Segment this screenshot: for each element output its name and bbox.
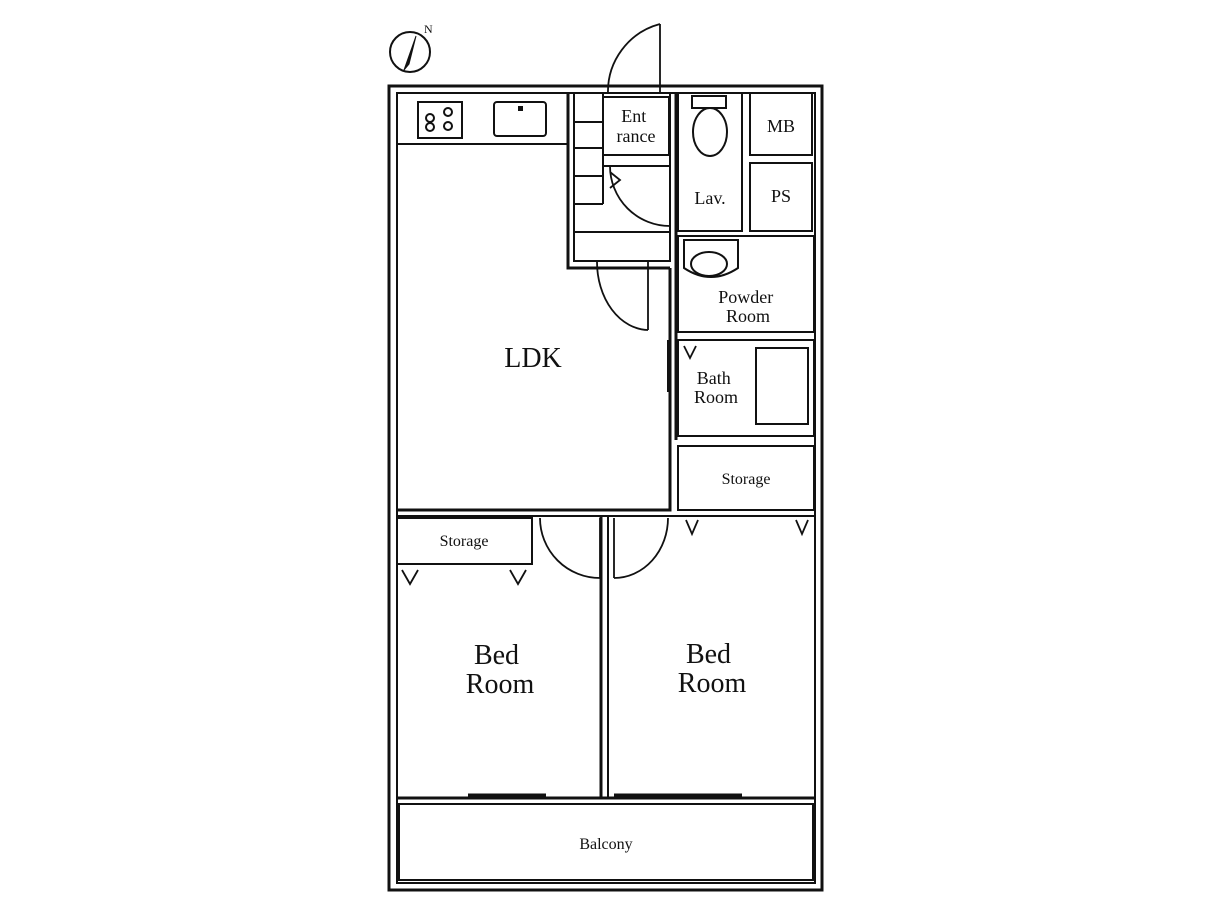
ldk-door-icon (596, 261, 649, 331)
stove-icon (417, 101, 463, 139)
bedroom1-label-line2: Room (466, 669, 535, 700)
powder-room-label: Powder Room (718, 287, 778, 326)
kitchen-counter (397, 101, 568, 145)
entrance-label: Ent rance (617, 106, 656, 146)
bath-room-label-line1: Bath (697, 368, 731, 388)
compass-north-label: N (424, 22, 433, 36)
bedroom2-label: Bed Room (678, 639, 747, 699)
powder-room-label-line2: Room (726, 306, 770, 326)
mb-label: MB (767, 116, 795, 136)
ldk-walls (397, 93, 672, 512)
north-compass-icon: N (389, 22, 433, 73)
toilet-tank-icon (691, 95, 727, 109)
bedroom2-door-icon (613, 517, 669, 579)
storage-right (677, 445, 815, 511)
powder-room (677, 235, 815, 333)
balcony-area (398, 803, 814, 881)
closet-marker-icon (685, 519, 699, 537)
lav-label: Lav. (694, 188, 725, 208)
bedroom1-label: Bed Room (466, 640, 535, 700)
storage-right-label: Storage (722, 471, 771, 488)
balcony-label: Balcony (579, 836, 632, 853)
lavatory (677, 92, 743, 232)
ps-closet (749, 162, 813, 232)
mb-closet (749, 92, 813, 156)
storage-left-unit (396, 517, 533, 586)
ps-label: PS (771, 186, 791, 206)
bedroom1-label-line1: Bed (474, 640, 519, 671)
powder-room-label-line1: Powder (718, 287, 773, 307)
entrance-label-line1: Ent (621, 106, 646, 126)
closet-marker-icon (795, 519, 809, 537)
bedroom2-label-line2: Room (678, 668, 747, 699)
bathtub-icon (755, 347, 809, 425)
entrance-label-line2: rance (617, 126, 656, 146)
bath-room-label: Bath Room (694, 368, 738, 407)
bath-room-label-line2: Room (694, 387, 738, 407)
bedroom-walls (397, 515, 815, 800)
toilet-icon (692, 107, 728, 157)
ldk-label: LDK (504, 343, 562, 374)
bath-room (667, 339, 815, 437)
outer-walls (387, 84, 824, 892)
entrance-door-icon (607, 23, 661, 95)
storage-left-label: Storage (440, 533, 489, 550)
bedroom2-label-line1: Bed (686, 639, 731, 670)
washbasin-icon (683, 239, 739, 278)
sink-icon (493, 101, 547, 137)
entrance-area (573, 92, 671, 262)
bedroom1-door-icon (539, 517, 601, 579)
